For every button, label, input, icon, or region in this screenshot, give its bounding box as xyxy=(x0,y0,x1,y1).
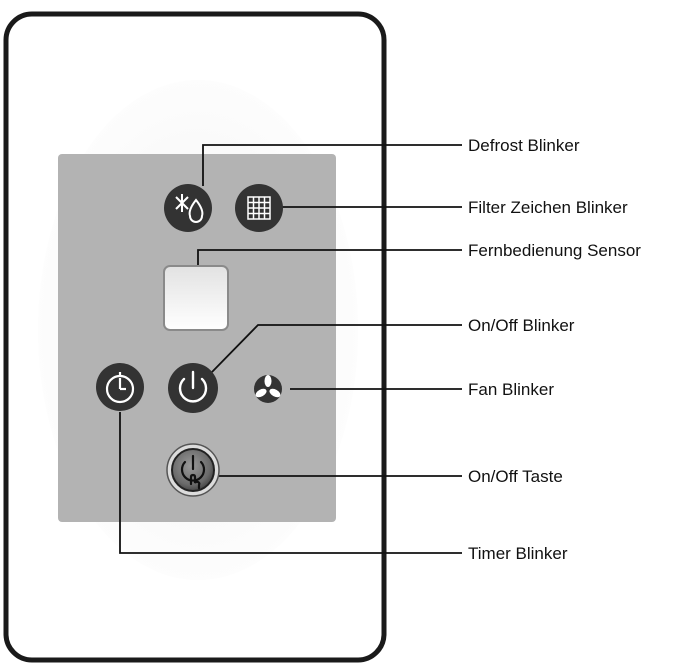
filter-grid-icon xyxy=(247,196,271,220)
inner-panel xyxy=(58,154,336,522)
label-onoff-blinker: On/Off Blinker xyxy=(468,316,575,335)
leader-defrost xyxy=(202,144,462,186)
fan-blinker xyxy=(254,375,282,403)
defrost-blinker xyxy=(164,184,212,232)
label-remote-sensor: Fernbedienung Sensor xyxy=(468,241,641,260)
label-filter-blinker: Filter Zeichen Blinker xyxy=(468,198,628,217)
leader-onoff-blinker xyxy=(211,324,462,373)
label-timer-blinker: Timer Blinker xyxy=(468,544,568,563)
snowflake-drop-icon xyxy=(175,194,204,223)
label-onoff-button: On/Off Taste xyxy=(468,467,563,486)
leader-timer xyxy=(119,412,462,554)
timer-blinker xyxy=(96,363,144,411)
remote-sensor-window xyxy=(163,265,229,331)
filter-blinker xyxy=(235,184,283,232)
label-fan-blinker: Fan Blinker xyxy=(468,380,554,399)
onoff-button[interactable] xyxy=(166,443,220,497)
fan-icon xyxy=(255,375,281,398)
label-defrost-blinker: Defrost Blinker xyxy=(468,136,580,155)
onoff-blinker xyxy=(168,363,218,413)
power-touch-icon xyxy=(180,454,206,490)
timer-icon xyxy=(105,372,135,404)
power-icon xyxy=(178,370,208,403)
